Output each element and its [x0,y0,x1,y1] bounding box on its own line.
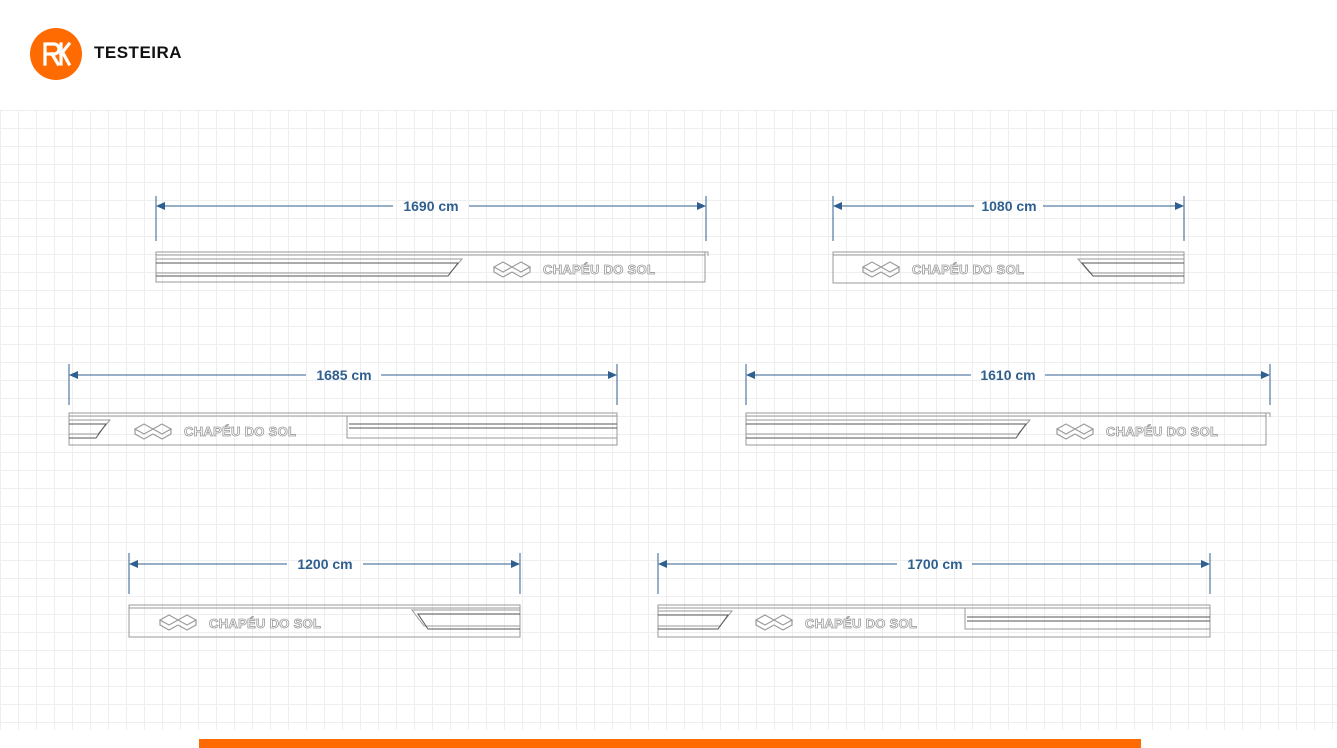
brand-text: CHAPÉU DO SOL [209,616,321,631]
brand-text: CHAPÉU DO SOL [912,262,1024,277]
dimension-line [657,553,1211,594]
company-logo-icon [30,28,82,80]
dimension-label: 1200 cm [297,556,352,572]
sign-panel [832,251,1185,284]
dimension-line [832,196,1185,241]
brand-text: CHAPÉU DO SOL [184,424,296,439]
page-header: TESTEIRA [0,0,1337,110]
brand-text: CHAPÉU DO SOL [543,262,655,277]
brand-logo-icon [159,614,197,631]
sign-panel [155,251,709,283]
panel-1685: 1685 cm CHAPÉU DO SOL [68,364,618,446]
brand-logo-icon [755,614,793,631]
dimension-line [128,553,521,594]
sign-panel [68,412,618,446]
dimension-label: 1690 cm [403,198,458,214]
dimension-line [155,196,707,241]
blueprint-grid [0,110,1337,730]
panel-1700: 1700 cm CHAPÉU DO SOL [657,553,1211,638]
dimension-line [745,364,1271,405]
dimension-label: 1080 cm [981,198,1036,214]
panel-1200: 1200 cm CHAPÉU DO SOL [128,553,521,638]
brand-logo-icon [862,261,900,278]
brand-logo-icon [493,261,531,278]
dimension-label: 1700 cm [907,556,962,572]
page-title: TESTEIRA [94,43,183,62]
brand-text: CHAPÉU DO SOL [805,616,917,631]
sign-panel [745,412,1271,446]
dimension-label: 1685 cm [316,367,371,383]
sign-panel [657,604,1211,638]
brand-logo-icon [134,423,172,440]
dimension-line [68,364,618,405]
panel-1610: 1610 cm CHAPÉU DO SOL [745,364,1271,446]
panel-1690: 1690 cm CHAPÉU DO SOL [155,196,709,283]
panel-1080: 1080 cm CHAPÉU DO SOL [832,196,1185,284]
sign-panel [128,604,521,638]
dimension-label: 1610 cm [980,367,1035,383]
brand-logo-icon [1056,423,1094,440]
footer-accent-bar [199,739,1141,748]
brand-text: CHAPÉU DO SOL [1106,424,1218,439]
